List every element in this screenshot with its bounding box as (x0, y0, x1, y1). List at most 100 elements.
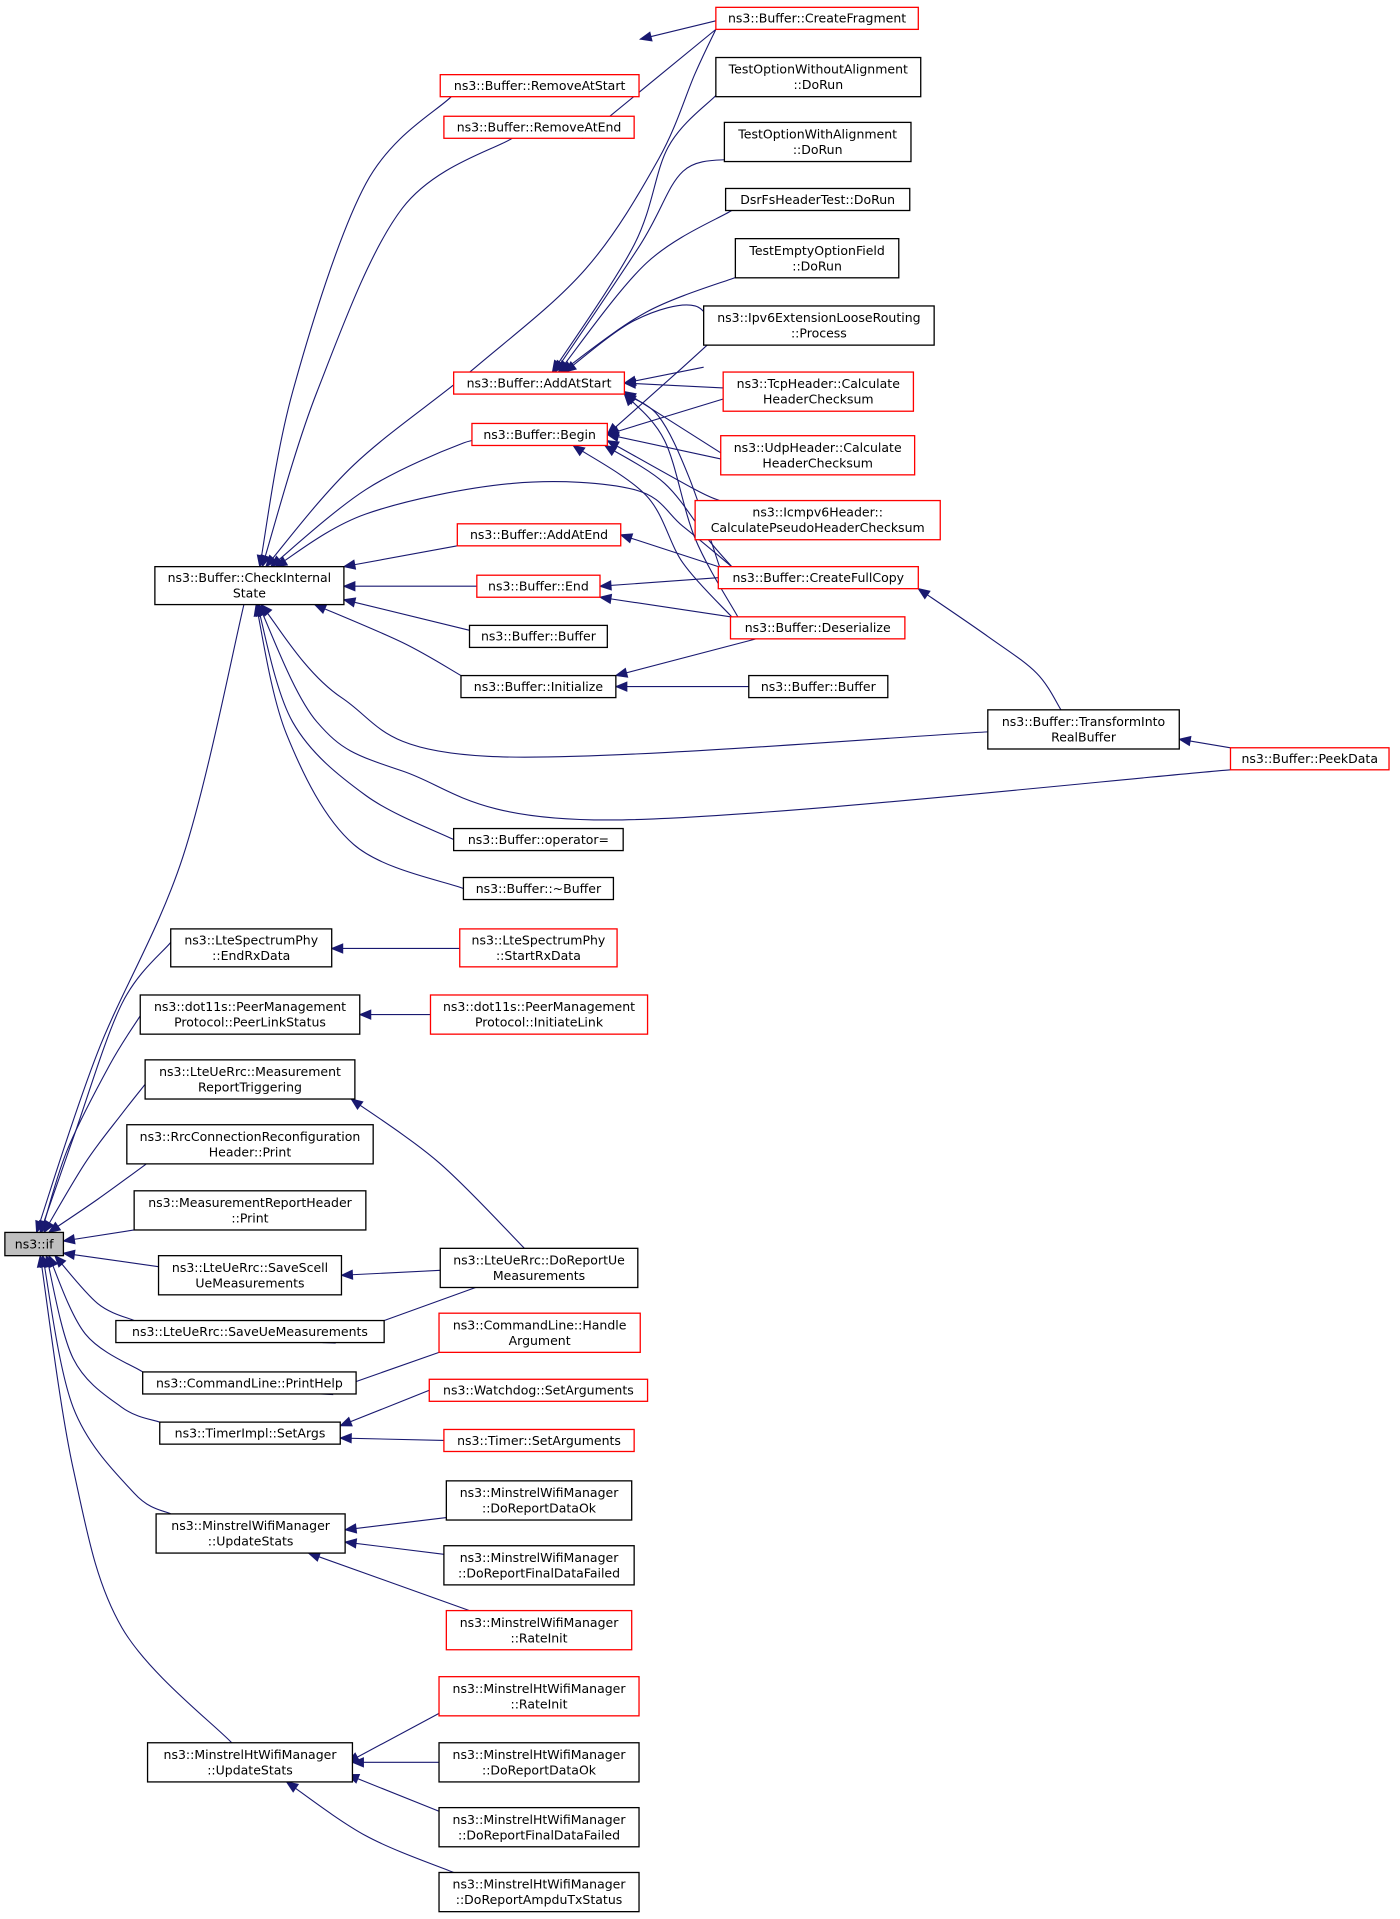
node-dtor[interactable]: ns3::Buffer::~Buffer (462, 876, 615, 901)
arrowhead-icon (339, 1416, 353, 1427)
node-saveue[interactable]: ns3::LteUeRrc::SaveUeMeasurements (115, 1319, 385, 1344)
node-createfullcopy[interactable]: ns3::Buffer::CreateFullCopy (717, 565, 919, 590)
node-peerlinkstatus[interactable]: ns3::dot11s::PeerManagementProtocol::Pee… (139, 994, 361, 1035)
arrowhead-icon (342, 597, 357, 608)
node-box (439, 1247, 639, 1289)
node-testempty[interactable]: TestEmptyOptionField::DoRun (734, 238, 900, 279)
node-measprint[interactable]: ns3::MeasurementReportHeader::Print (133, 1190, 367, 1231)
node-label: ::DoRun (793, 142, 843, 157)
edge-line (341, 1269, 441, 1276)
edge-line (607, 433, 721, 460)
node-label: ns3::MinstrelWifiManager (171, 1518, 331, 1533)
node-box (1229, 747, 1390, 771)
node-label: ns3::Buffer::CheckInternal (168, 570, 332, 585)
node-label: TestOptionWithAlignment (737, 127, 897, 142)
edge-line (40, 1015, 141, 1233)
node-box (438, 1806, 640, 1848)
edge-line (554, 158, 732, 373)
node-htampdu[interactable]: ns3::MinstrelHtWifiManager::DoReportAmpd… (438, 1871, 640, 1913)
edge-line (286, 1781, 454, 1873)
node-icmpv6[interactable]: ns3::Icmpv6Header::CalculatePseudoHeader… (694, 499, 941, 541)
node-label: ns3::Buffer::~Buffer (476, 881, 602, 896)
node-testwith[interactable]: TestOptionWithAlignment::DoRun (723, 121, 912, 163)
node-label: ::StartRxData (496, 948, 581, 963)
node-initiatelink[interactable]: ns3::dot11s::PeerManagementProtocol::Ini… (429, 994, 649, 1035)
node-end[interactable]: ns3::Buffer::End (476, 574, 601, 598)
arrowhead-icon (572, 444, 586, 457)
node-setargs[interactable]: ns3::TimerImpl::SetArgs (159, 1421, 341, 1445)
node-label: Protocol::InitiateLink (475, 1015, 604, 1030)
node-ltespecstart[interactable]: ns3::LteSpectrumPhy::StartRxData (459, 928, 618, 968)
node-printhelp[interactable]: ns3::CommandLine::PrintHelp (142, 1371, 357, 1395)
node-operatoreq[interactable]: ns3::Buffer::operator= (453, 827, 624, 852)
node-peekdata[interactable]: ns3::Buffer::PeekData (1229, 747, 1390, 771)
node-begin[interactable]: ns3::Buffer::Begin (471, 422, 608, 447)
edge-line (343, 545, 458, 568)
node-initialize[interactable]: ns3::Buffer::Initialize (460, 674, 617, 699)
node-label: ns3::RrcConnectionReconfiguration (140, 1129, 361, 1144)
node-testwithout[interactable]: TestOptionWithoutAlignment::DoRun (715, 56, 922, 98)
node-box (694, 499, 941, 541)
node-box (703, 305, 935, 346)
node-label: ::Process (791, 326, 847, 341)
node-addatstart[interactable]: ns3::Buffer::AddAtStart (453, 371, 626, 395)
node-mupdate[interactable]: ns3::MinstrelWifiManager::UpdateStats (155, 1513, 346, 1554)
node-box (154, 565, 345, 606)
node-buffer2[interactable]: ns3::Buffer::Buffer (748, 674, 889, 699)
node-createfragment[interactable]: ns3::Buffer::CreateFragment (715, 6, 919, 31)
node-timersetargs[interactable]: ns3::Timer::SetArguments (443, 1428, 635, 1453)
node-label: ns3::MinstrelWifiManager (460, 1615, 620, 1630)
node-box (748, 674, 889, 699)
node-box (717, 565, 919, 590)
node-box (428, 1378, 649, 1402)
node-box (445, 1480, 633, 1521)
node-htrateinit[interactable]: ns3::MinstrelHtWifiManager::RateInit (438, 1676, 640, 1717)
node-root[interactable]: ns3::if (4, 1231, 65, 1257)
arrowhead-icon (917, 587, 931, 600)
node-watchdog[interactable]: ns3::Watchdog::SetArguments (428, 1378, 649, 1402)
node-label: HeaderChecksum (763, 392, 874, 407)
node-box (445, 1609, 633, 1651)
node-dsrfs[interactable]: DsrFsHeaderTest::DoRun (724, 187, 911, 212)
arrowhead-icon (638, 31, 653, 42)
node-addatend[interactable]: ns3::Buffer::AddAtEnd (456, 523, 622, 547)
edge-line (599, 596, 731, 618)
node-deserialize[interactable]: ns3::Buffer::Deserialize (729, 616, 906, 640)
node-removeatstart[interactable]: ns3::Buffer::RemoveAtStart (439, 74, 640, 98)
node-label: ns3::Buffer::CreateFragment (728, 11, 906, 26)
node-ipv6loose[interactable]: ns3::Ipv6ExtensionLooseRouting::Process (703, 305, 935, 346)
edge-line (572, 445, 733, 618)
node-box (139, 994, 361, 1035)
node-buffer1[interactable]: ns3::Buffer::Buffer (468, 624, 608, 649)
edge-line (640, 20, 716, 40)
node-measrep[interactable]: ns3::LteUeRrc::MeasurementReportTriggeri… (144, 1059, 356, 1100)
edge-line (599, 577, 719, 587)
edge-line (350, 1098, 525, 1249)
node-htupdate[interactable]: ns3::MinstrelHtWifiManager::UpdateStats (146, 1742, 354, 1783)
node-ltespecend[interactable]: ns3::LteSpectrumPhy::EndRxData (170, 928, 333, 968)
arrowhead-icon (53, 1254, 67, 1268)
node-box (443, 1545, 635, 1586)
node-rrcprint[interactable]: ns3::RrcConnectionReconfigurationHeader:… (126, 1124, 374, 1165)
node-mrateinit[interactable]: ns3::MinstrelWifiManager::RateInit (445, 1609, 633, 1651)
node-label: ::UpdateStats (207, 1762, 293, 1777)
arrowhead-icon (598, 580, 612, 591)
node-label: ns3::TimerImpl::SetArgs (175, 1425, 326, 1440)
node-mdoreportok[interactable]: ns3::MinstrelWifiManager::DoReportDataOk (445, 1480, 633, 1521)
node-htfinalfailed[interactable]: ns3::MinstrelHtWifiManager::DoReportFina… (438, 1806, 640, 1848)
node-label: ns3::LteUeRrc::Measurement (159, 1064, 341, 1079)
node-box (133, 1190, 367, 1231)
node-mfinalfailed[interactable]: ns3::MinstrelWifiManager::DoReportFinalD… (443, 1545, 635, 1586)
node-label: ns3::Timer::SetArguments (457, 1433, 621, 1448)
node-label: ::DoReportFinalDataFailed (458, 1565, 620, 1580)
node-htreportok[interactable]: ns3::MinstrelHtWifiManager::DoReportData… (438, 1742, 640, 1783)
node-removeatend[interactable]: ns3::Buffer::RemoveAtEnd (443, 115, 635, 139)
node-label: ns3::Buffer::Buffer (481, 629, 597, 644)
